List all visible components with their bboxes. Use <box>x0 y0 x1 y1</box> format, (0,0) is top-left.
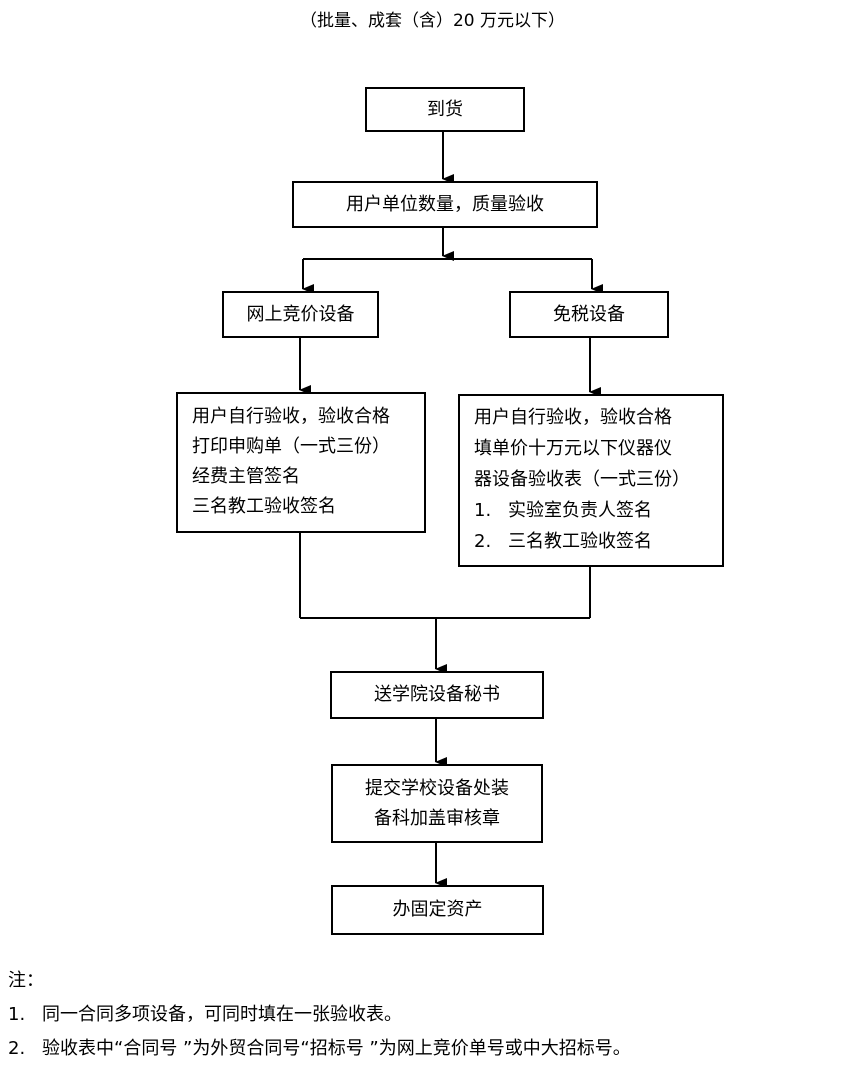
tax-step-text: 实验室负责人签名 <box>508 500 652 521</box>
node-inspection-label: 用户单位数量，质量验收 <box>346 193 544 215</box>
node-arrival: 到货 <box>365 87 525 132</box>
tax-step-text: 三名教工验收签名 <box>508 531 652 552</box>
node-inspection: 用户单位数量，质量验收 <box>292 181 598 228</box>
note-item: 2. 验收表中“合同号 ”为外贸合同号“招标号 ”为网上竞价单号或中大招标号。 <box>8 1032 631 1066</box>
notes-heading: 注： <box>8 970 44 991</box>
tax-step: 用户自行验收，验收合格 <box>474 407 672 428</box>
tax-step: 器设备验收表（一式三份） <box>474 469 690 490</box>
online-step: 打印申购单（一式三份） <box>192 436 390 457</box>
node-arrival-label: 到货 <box>427 98 463 120</box>
note-text: 验收表中“合同号 ”为外贸合同号“招标号 ”为网上竞价单号或中大招标号。 <box>42 1038 631 1059</box>
tax-step-numbered: 1. 实验室负责人签名 <box>474 495 722 526</box>
node-online-bidding: 网上竞价设备 <box>222 291 379 338</box>
online-step: 用户自行验收，验收合格 <box>192 406 390 427</box>
node-submit-line: 备科加盖审核章 <box>374 807 500 829</box>
online-step: 三名教工验收签名 <box>192 496 336 517</box>
node-asset: 办固定资产 <box>331 885 544 935</box>
node-online-bidding-label: 网上竞价设备 <box>246 303 355 325</box>
note-text: 同一合同多项设备，可同时填在一张验收表。 <box>42 1004 402 1025</box>
node-online-steps: 用户自行验收，验收合格 打印申购单（一式三份） 经费主管签名 三名教工验收签名 <box>176 392 426 533</box>
note-number: 2. <box>8 1038 26 1059</box>
tax-step: 填单价十万元以下仪器仪 <box>474 438 672 459</box>
note-item: 1. 同一合同多项设备，可同时填在一张验收表。 <box>8 998 631 1032</box>
note-number: 1. <box>8 1004 26 1025</box>
node-submit-line: 提交学校设备处装 <box>365 777 509 799</box>
tax-step-number: 2. <box>474 531 492 552</box>
node-tax-exempt: 免税设备 <box>509 291 669 338</box>
node-tax-steps: 用户自行验收，验收合格 填单价十万元以下仪器仪 器设备验收表（一式三份） 1. 实… <box>458 394 724 567</box>
tax-step-numbered: 2. 三名教工验收签名 <box>474 526 722 557</box>
notes-section: 注： 1. 同一合同多项设备，可同时填在一张验收表。 2. 验收表中“合同号 ”为外… <box>8 964 631 1066</box>
node-asset-label: 办固定资产 <box>392 899 483 920</box>
online-step: 经费主管签名 <box>192 466 300 487</box>
node-secretary-label: 送学院设备秘书 <box>374 684 500 705</box>
page-title: （批量、成套（含）20 万元以下） <box>299 11 566 31</box>
node-secretary: 送学院设备秘书 <box>330 671 544 719</box>
node-tax-exempt-label: 免税设备 <box>553 303 625 325</box>
tax-step-number: 1. <box>474 500 492 521</box>
node-submit: 提交学校设备处装 备科加盖审核章 <box>331 764 543 843</box>
